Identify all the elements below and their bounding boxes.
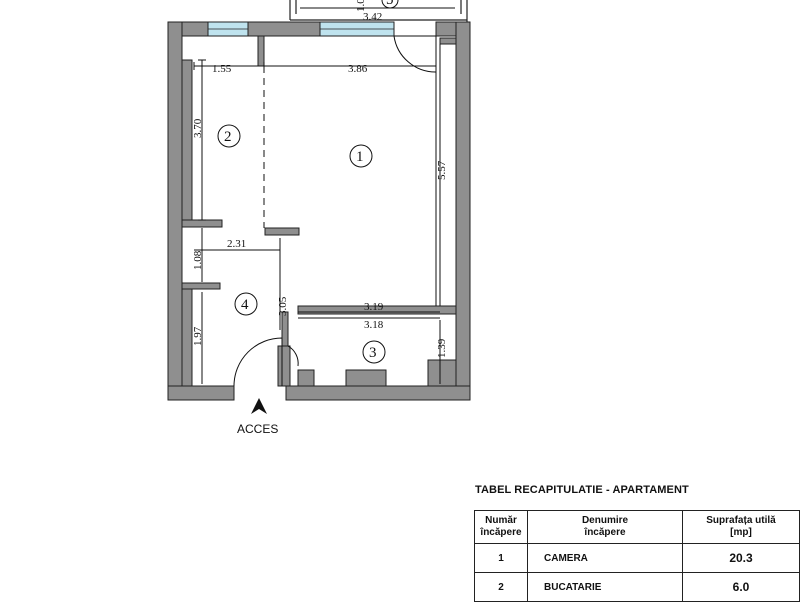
dim-room4-height: 1.97 — [192, 326, 204, 346]
dim-room3-top: 3.19 — [364, 301, 384, 313]
balcony-door — [393, 35, 437, 73]
dim-room3-height: 1.39 — [436, 338, 448, 358]
table-row: 2 BUCATARIE 6.0 — [474, 572, 800, 602]
dim-top-right: 3.86 — [348, 63, 368, 75]
header-room-area-line1: Suprafața utilă — [706, 515, 776, 526]
dim-hall-height: 1.08 — [192, 250, 204, 270]
dimension-lines — [193, 59, 441, 384]
dim-balcony-depth: 1.0 — [355, 0, 367, 12]
room-3-number: 3 — [369, 345, 377, 361]
dim-room1-height: 5.57 — [436, 160, 448, 180]
room-4-marker — [234, 292, 258, 316]
room-3-marker — [362, 340, 386, 364]
room-2-marker — [217, 124, 241, 148]
row-number: 2 — [474, 572, 528, 602]
dim-room4-partition: 3.05 — [277, 296, 289, 316]
room-1-number: 1 — [356, 149, 364, 165]
header-room-number: Număr încăpere — [474, 510, 528, 544]
summary-table-section: TABEL RECAPITULATIE - APARTAMENT Număr î… — [474, 484, 800, 602]
dim-room2-height: 3.70 — [192, 118, 204, 138]
room-2-number: 2 — [224, 129, 232, 145]
header-room-number-line2: încăpere — [480, 527, 522, 538]
entrance-label: ACCES — [237, 422, 278, 436]
header-room-name-line2: încăpere — [584, 527, 626, 538]
row-number: 1 — [474, 543, 528, 573]
dim-balcony-width: 3.42 — [363, 11, 382, 23]
dim-hall-width: 2.31 — [227, 238, 246, 250]
room-1-marker — [349, 144, 373, 168]
header-room-area-line2: [mp] — [730, 527, 752, 538]
dim-room3-bottom: 3.18 — [364, 319, 384, 331]
room-5-number: 5 — [386, 0, 394, 8]
room-5-marker — [381, 0, 399, 9]
table-header-row: Număr încăpere Denumire încăpere Suprafa… — [474, 510, 800, 544]
row-area: 20.3 — [682, 543, 800, 573]
floor-plan: 5 3.42 1.0 — [167, 0, 471, 436]
row-name: BUCATARIE — [527, 572, 683, 602]
table-row: 1 CAMERA 20.3 — [474, 543, 800, 573]
entrance-arrow-icon — [251, 398, 267, 414]
dim-top-left: 1.55 — [212, 63, 232, 75]
bathroom-door — [287, 345, 299, 367]
room-4-number: 4 — [241, 297, 249, 313]
walls — [167, 21, 471, 401]
row-name: CAMERA — [527, 543, 683, 573]
header-room-name: Denumire încăpere — [527, 510, 683, 544]
summary-table: Număr încăpere Denumire încăpere Suprafa… — [474, 510, 800, 602]
entrance-door — [233, 337, 283, 387]
balcony-outline — [289, 0, 468, 22]
header-room-number-line1: Număr — [485, 515, 517, 526]
header-room-area: Suprafața utilă [mp] — [682, 510, 800, 544]
summary-table-title: TABEL RECAPITULATIE - APARTAMENT — [475, 484, 689, 496]
row-area: 6.0 — [682, 572, 800, 602]
windows — [207, 21, 395, 37]
header-room-name-line1: Denumire — [581, 515, 629, 526]
